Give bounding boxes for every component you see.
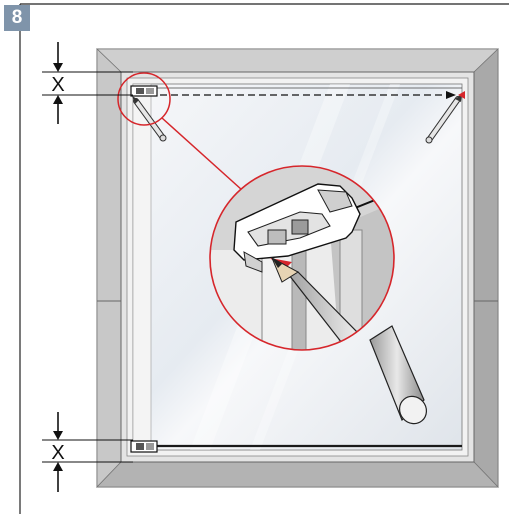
bracket-icon: [130, 85, 158, 97]
magnifier-callout-icon: [117, 72, 243, 191]
dimension-label-top: X: [51, 74, 64, 96]
pencil-large-end: [369, 325, 428, 425]
pencil-icon-right: [425, 91, 465, 144]
pencil-icon: [132, 96, 167, 142]
dimension-label-bottom: X: [51, 442, 64, 464]
bracket-icon-bottom: [130, 440, 158, 453]
panel-border: [19, 3, 509, 514]
step-number-badge: 8: [4, 5, 30, 31]
alignment-line: [133, 87, 462, 99]
dimension-arrow-icon: [42, 42, 133, 492]
